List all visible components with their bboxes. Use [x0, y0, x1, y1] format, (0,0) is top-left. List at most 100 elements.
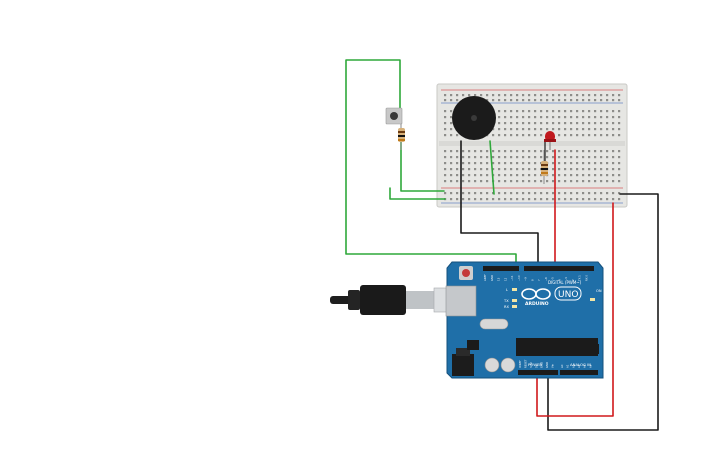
breadboard-hole [540, 134, 543, 137]
breadboard-hole [450, 198, 453, 201]
breadboard-hole [558, 174, 561, 177]
breadboard-hole [486, 174, 489, 177]
breadboard-hole [456, 99, 459, 102]
breadboard-hole [552, 156, 555, 159]
breadboard-hole [600, 134, 603, 137]
breadboard-hole [582, 122, 585, 125]
breadboard-hole [588, 94, 591, 97]
breadboard-hole [444, 122, 447, 125]
breadboard-hole [612, 99, 615, 102]
breadboard-hole [504, 168, 507, 171]
breadboard-hole [492, 156, 495, 159]
breadboard-hole [546, 110, 549, 113]
pin-label: ~5 [551, 277, 555, 281]
breadboard-hole [558, 134, 561, 137]
breadboard-hole [612, 192, 615, 195]
breadboard-hole [510, 150, 513, 153]
breadboard-hole [558, 168, 561, 171]
breadboard-hole [504, 192, 507, 195]
breadboard-hole [450, 162, 453, 165]
breadboard-hole [588, 99, 591, 102]
breadboard-hole [606, 122, 609, 125]
breadboard-hole [594, 122, 597, 125]
breadboard-hole [612, 162, 615, 165]
breadboard-hole [528, 162, 531, 165]
breadboard-hole [558, 162, 561, 165]
breadboard-hole [546, 198, 549, 201]
breadboard-hole [516, 110, 519, 113]
breadboard-hole [600, 174, 603, 177]
breadboard-hole [516, 198, 519, 201]
resistor-button [398, 124, 405, 150]
breadboard-hole [540, 122, 543, 125]
breadboard-hole [498, 150, 501, 153]
breadboard-hole [522, 156, 525, 159]
pin-label: ~3 [564, 277, 568, 281]
breadboard-hole [552, 180, 555, 183]
breadboard-hole [492, 198, 495, 201]
breadboard-hole [456, 162, 459, 165]
breadboard-hole [588, 122, 591, 125]
breadboard-hole [582, 110, 585, 113]
breadboard-hole [480, 198, 483, 201]
breadboard-hole [588, 168, 591, 171]
breadboard-hole [522, 128, 525, 131]
pin-label: TX 1 [578, 275, 582, 281]
pin-label: GND [540, 362, 544, 368]
breadboard-hole [528, 192, 531, 195]
breadboard-hole [576, 174, 579, 177]
breadboard-hole [462, 156, 465, 159]
breadboard-hole [468, 94, 471, 97]
breadboard-hole [504, 128, 507, 131]
breadboard-hole [486, 94, 489, 97]
breadboard-hole [606, 150, 609, 153]
breadboard-hole [468, 150, 471, 153]
breadboard-hole [510, 192, 513, 195]
breadboard-hole [540, 116, 543, 119]
breadboard-hole [528, 110, 531, 113]
breadboard-hole [606, 156, 609, 159]
breadboard-hole [486, 156, 489, 159]
breadboard-hole [564, 122, 567, 125]
breadboard-hole [486, 180, 489, 183]
breadboard-hole [504, 99, 507, 102]
breadboard-hole [558, 99, 561, 102]
breadboard-hole [534, 162, 537, 165]
breadboard-hole [504, 110, 507, 113]
pin-label: IOREF [518, 360, 522, 368]
breadboard-hole [612, 198, 615, 201]
breadboard-hole [516, 99, 519, 102]
breadboard-hole [564, 128, 567, 131]
breadboard-hole [498, 99, 501, 102]
breadboard-hole [498, 198, 501, 201]
breadboard-hole [486, 198, 489, 201]
wires [345, 59, 659, 431]
breadboard-hole [456, 94, 459, 97]
pin-label: ~6 [544, 277, 548, 281]
breadboard-hole [582, 168, 585, 171]
breadboard-hole [552, 198, 555, 201]
breadboard-hole [516, 162, 519, 165]
breadboard-hole [576, 116, 579, 119]
pin-label: Vin [551, 364, 555, 368]
breadboard-hole [606, 198, 609, 201]
breadboard-hole [534, 94, 537, 97]
breadboard-hole [594, 198, 597, 201]
breadboard-hole [588, 134, 591, 137]
breadboard-hole [558, 156, 561, 159]
breadboard-hole [588, 116, 591, 119]
breadboard-hole [474, 192, 477, 195]
breadboard-hole [546, 192, 549, 195]
breadboard-hole [594, 128, 597, 131]
breadboard-hole [600, 116, 603, 119]
breadboard-hole [516, 150, 519, 153]
breadboard-hole [612, 174, 615, 177]
breadboard-hole [516, 180, 519, 183]
breadboard-hole [582, 192, 585, 195]
breadboard-hole [552, 110, 555, 113]
green-wire-button-breadboard [400, 139, 445, 192]
breadboard-hole [570, 150, 573, 153]
breadboard-hole [612, 156, 615, 159]
pin-label: 5V [534, 364, 538, 368]
